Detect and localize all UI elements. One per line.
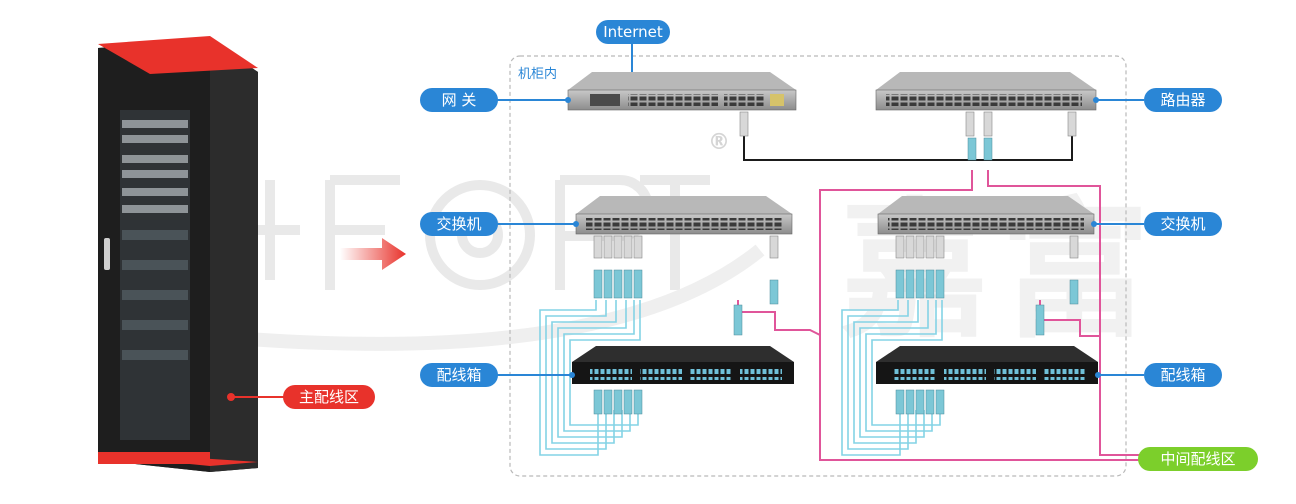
- router-device: [875, 72, 1097, 111]
- gateway-router-cable: [743, 112, 1073, 161]
- switch-left-label: 交换机: [420, 212, 498, 236]
- logo-swoosh: [149, 244, 765, 351]
- internet-label: Internet: [596, 20, 670, 44]
- cabinet-inner-label: 机柜内: [518, 67, 558, 82]
- cabinet-boundary: [509, 55, 1127, 477]
- patch-panel-right: [876, 346, 1098, 384]
- label-connectors: [496, 40, 1144, 376]
- middle-distribution-label: 中间配线区: [1138, 447, 1258, 471]
- aqua-fiber-bundle-right: [841, 300, 943, 456]
- switch-right-device: [877, 196, 1095, 235]
- patch-left-label: 配线箱: [420, 363, 498, 387]
- gateway-device: [567, 72, 797, 111]
- switch-right-label: 交换机: [1144, 212, 1222, 236]
- patch-panel-left: [572, 346, 794, 384]
- arrow-icon: [340, 238, 406, 270]
- fiber-connectors: [593, 137, 1079, 415]
- aqua-fiber-bundle-left: [539, 300, 641, 456]
- server-rack: [98, 36, 258, 472]
- switch-left-device: [575, 196, 793, 235]
- transceivers: [593, 111, 1079, 259]
- connector-dots: [565, 97, 1101, 378]
- patch-right-label: 配线箱: [1144, 363, 1222, 387]
- gateway-label: 网 关: [420, 88, 498, 112]
- router-label: 路由器: [1144, 88, 1222, 112]
- main-distribution-label: 主配线区: [283, 385, 375, 409]
